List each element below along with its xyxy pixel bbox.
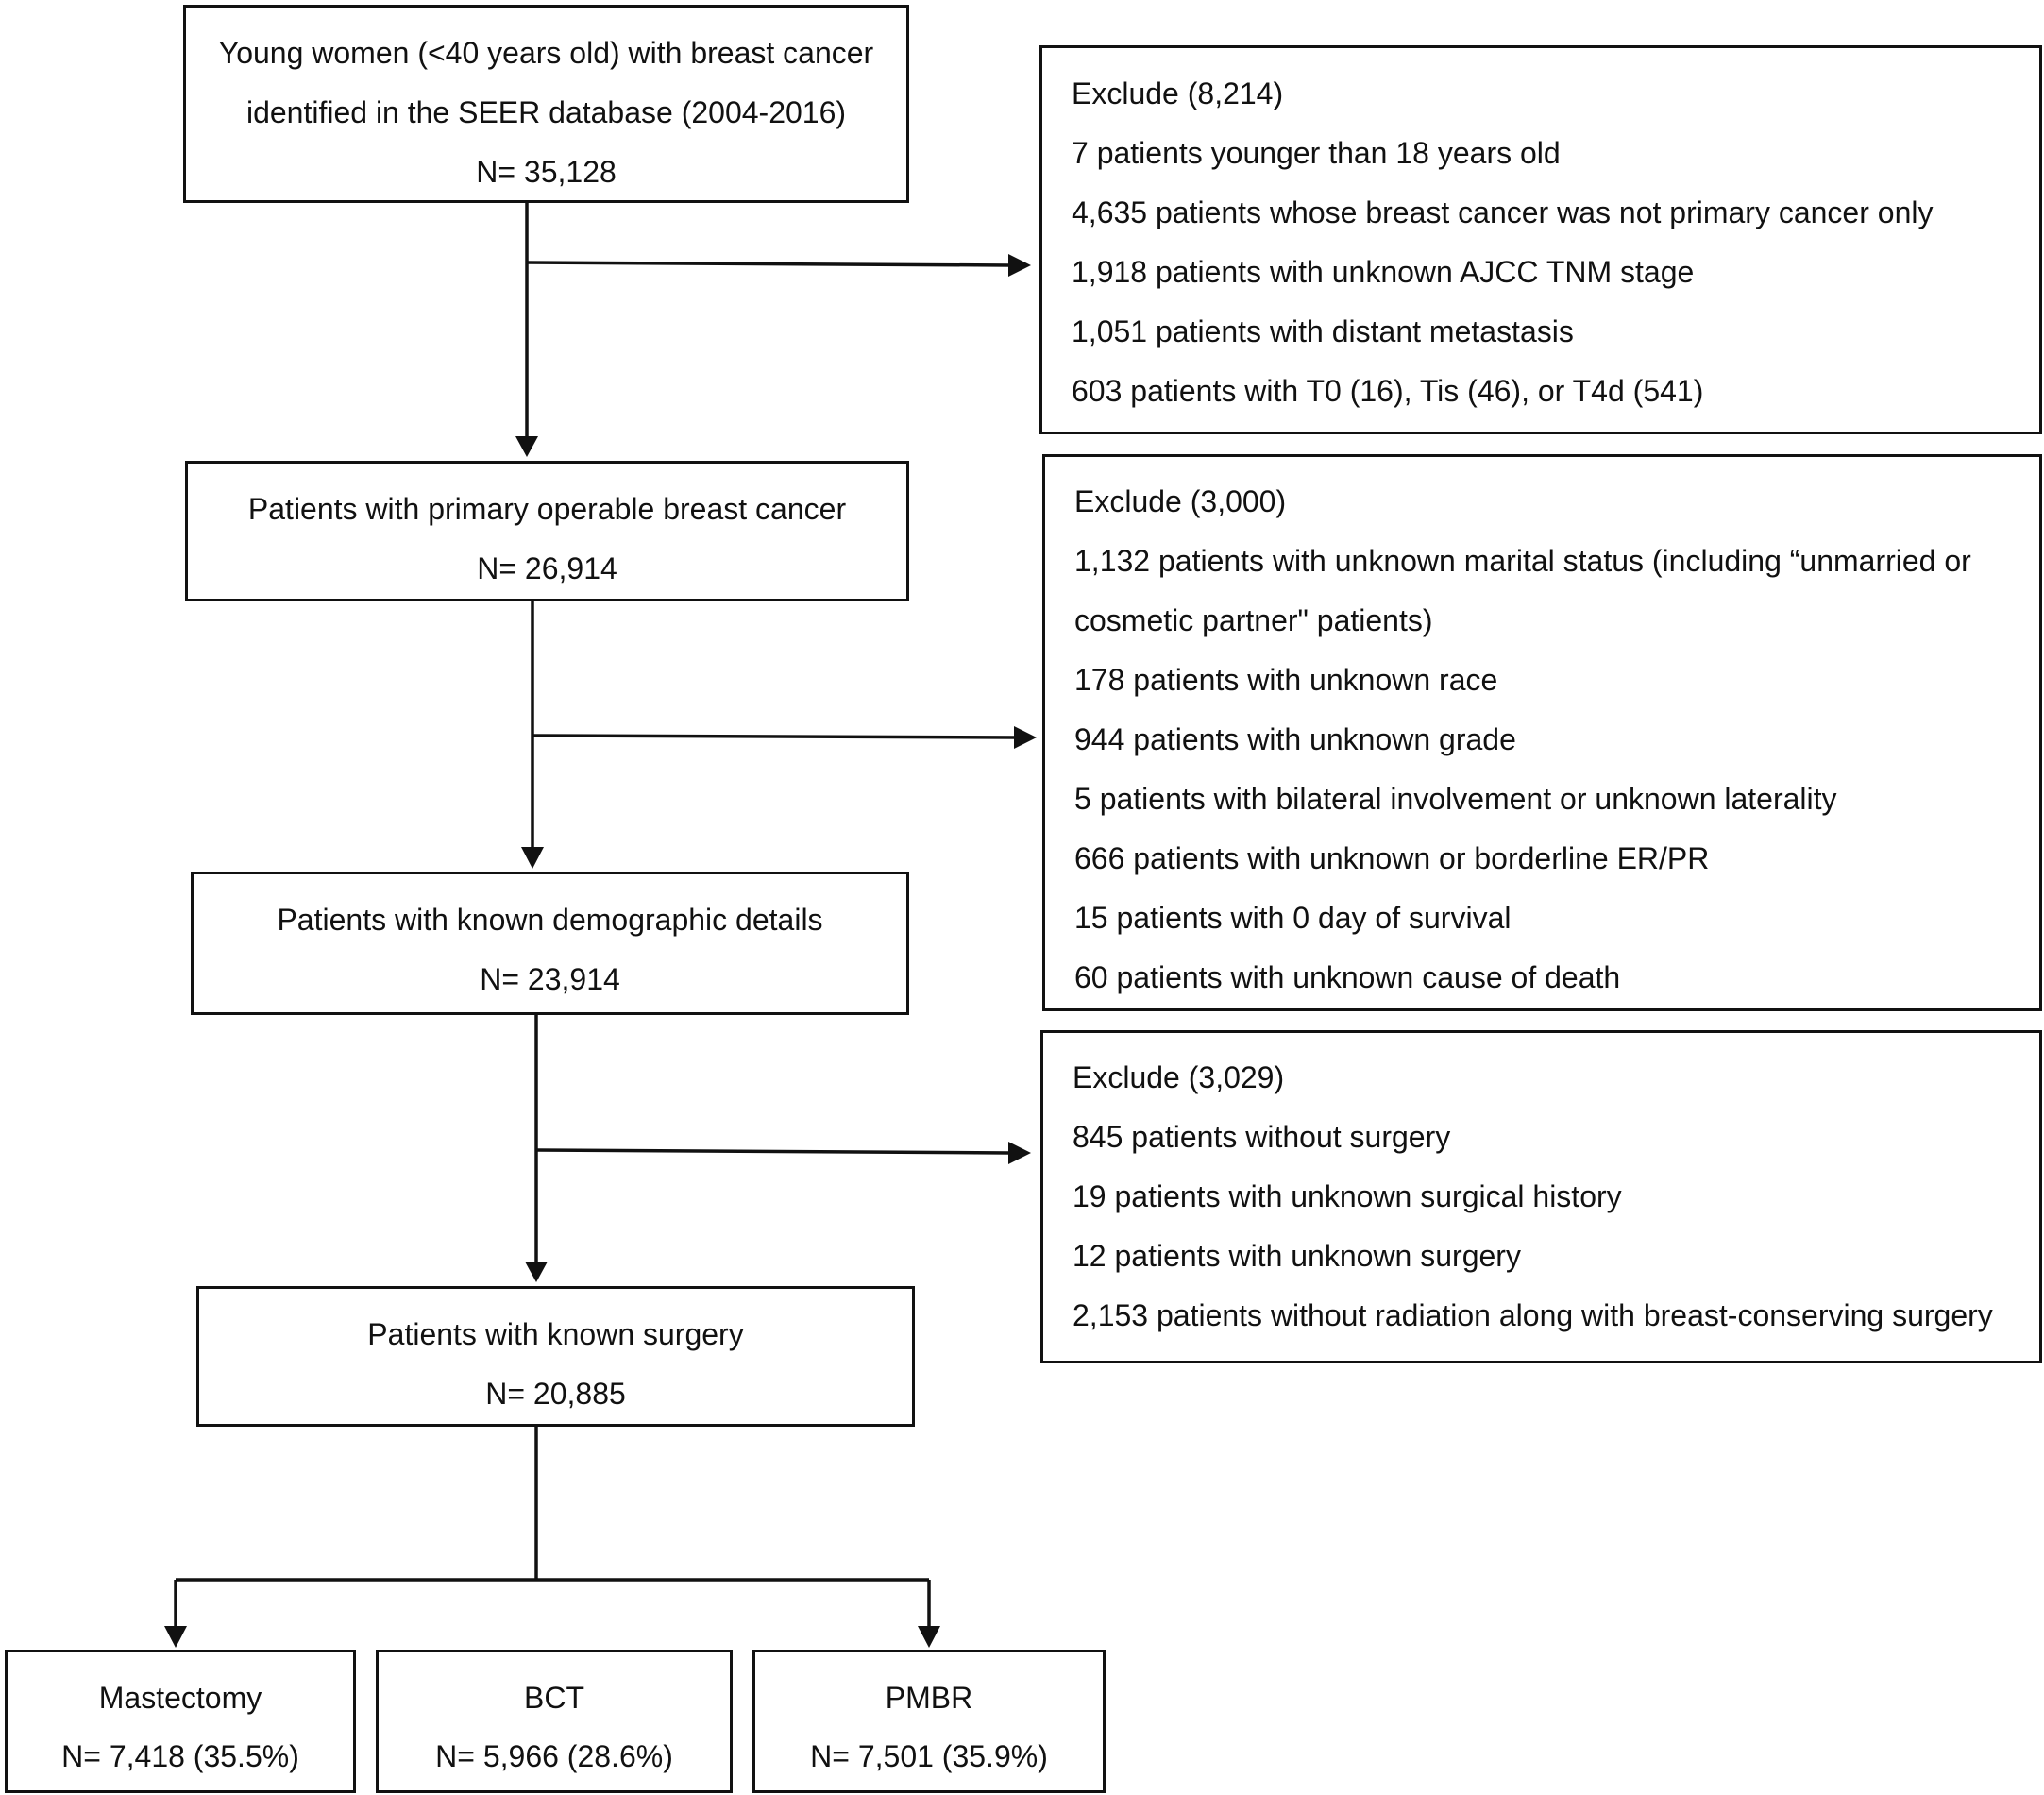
arrowhead-mastectomy bbox=[164, 1626, 187, 1648]
demographic-label: Patients with known demographic details bbox=[277, 903, 823, 937]
exclusion-1-item: 1,051 patients with distant metastasis bbox=[1072, 314, 1574, 348]
exclusion-2-item: 60 patients with unknown cause of death bbox=[1074, 960, 1621, 994]
exclusion-box-3: Exclude (3,029) 845 patients without sur… bbox=[1040, 1030, 2042, 1363]
group-count-mastectomy: N= 7,418 (35.5%) bbox=[61, 1739, 299, 1773]
surgery-count: N= 20,885 bbox=[485, 1377, 626, 1411]
operable-box: Patients with primary operable breast ca… bbox=[185, 461, 909, 601]
exclusion-2-item: cosmetic partner" patients) bbox=[1074, 603, 1433, 637]
start-count: N= 35,128 bbox=[476, 155, 617, 189]
arrowhead-exclusion-3 bbox=[1008, 1142, 1031, 1164]
exclusion-3-item: 19 patients with unknown surgical histor… bbox=[1073, 1179, 1622, 1213]
exclusion-1-title: Exclude (8,214) bbox=[1072, 76, 1284, 110]
start-line-2: identified in the SEER database (2004-20… bbox=[245, 95, 847, 129]
demographic-count: N= 23,914 bbox=[480, 962, 620, 996]
demographic-box: Patients with known demographic details … bbox=[191, 872, 909, 1015]
exclusion-3-item: 2,153 patients without radiation along w… bbox=[1073, 1298, 1993, 1332]
exclusion-box-2: Exclude (3,000) 1,132 patients with unkn… bbox=[1042, 454, 2042, 1011]
group-box-pmbr: PMBR N= 7,501 (35.9%) bbox=[752, 1650, 1106, 1793]
arrowhead-exclusion-1 bbox=[1008, 254, 1031, 277]
exclusion-3-item: 845 patients without surgery bbox=[1073, 1120, 1451, 1154]
arrowhead-demographic bbox=[521, 847, 544, 869]
arrowhead-operable bbox=[515, 436, 538, 457]
exclusion-2-item: 15 patients with 0 day of survival bbox=[1074, 901, 1512, 935]
arrow-to-exclusion-1 bbox=[526, 261, 1011, 267]
group-box-mastectomy: Mastectomy N= 7,418 (35.5%) bbox=[5, 1650, 356, 1793]
group-count-pmbr: N= 7,501 (35.9%) bbox=[810, 1739, 1048, 1773]
group-box-bct: BCT N= 5,966 (28.6%) bbox=[376, 1650, 733, 1793]
operable-label: Patients with primary operable breast ca… bbox=[247, 492, 847, 526]
exclusion-1-item: 603 patients with T0 (16), Tis (46), or … bbox=[1072, 374, 1704, 408]
operable-count: N= 26,914 bbox=[477, 551, 617, 585]
group-label-bct: BCT bbox=[524, 1681, 584, 1715]
arrowhead-exclusion-2 bbox=[1014, 726, 1037, 749]
exclusion-2-title: Exclude (3,000) bbox=[1074, 484, 1287, 518]
exclusion-box-1: Exclude (8,214) 7 patients younger than … bbox=[1039, 45, 2042, 434]
exclusion-2-item: 666 patients with unknown or borderline … bbox=[1074, 841, 1710, 875]
exclusion-1-item: 7 patients younger than 18 years old bbox=[1072, 136, 1561, 170]
arrow-to-exclusion-2 bbox=[532, 734, 1017, 739]
exclusion-2-item: 1,132 patients with unknown marital stat… bbox=[1074, 544, 1971, 578]
exclusion-2-item: 178 patients with unknown race bbox=[1074, 663, 1498, 697]
arrowhead-pmbr bbox=[918, 1626, 940, 1648]
exclusion-3-title: Exclude (3,029) bbox=[1073, 1060, 1285, 1094]
start-box: Young women (<40 years old) with breast … bbox=[183, 5, 909, 203]
exclusion-3-item: 12 patients with unknown surgery bbox=[1073, 1239, 1521, 1273]
arrowhead-surgery bbox=[525, 1262, 548, 1282]
arrow-to-exclusion-3 bbox=[535, 1148, 1011, 1155]
exclusion-2-item: 944 patients with unknown grade bbox=[1074, 722, 1516, 756]
group-label-mastectomy: Mastectomy bbox=[98, 1681, 262, 1715]
start-line-1: Young women (<40 years old) with breast … bbox=[218, 36, 874, 70]
group-label-pmbr: PMBR bbox=[885, 1681, 973, 1715]
group-count-bct: N= 5,966 (28.6%) bbox=[435, 1739, 673, 1773]
surgery-box: Patients with known surgery N= 20,885 bbox=[196, 1286, 915, 1427]
surgery-label: Patients with known surgery bbox=[367, 1317, 744, 1351]
exclusion-1-item: 1,918 patients with unknown AJCC TNM sta… bbox=[1072, 255, 1695, 289]
exclusion-1-item: 4,635 patients whose breast cancer was n… bbox=[1072, 195, 1934, 229]
exclusion-2-item: 5 patients with bilateral involvement or… bbox=[1074, 782, 1837, 816]
